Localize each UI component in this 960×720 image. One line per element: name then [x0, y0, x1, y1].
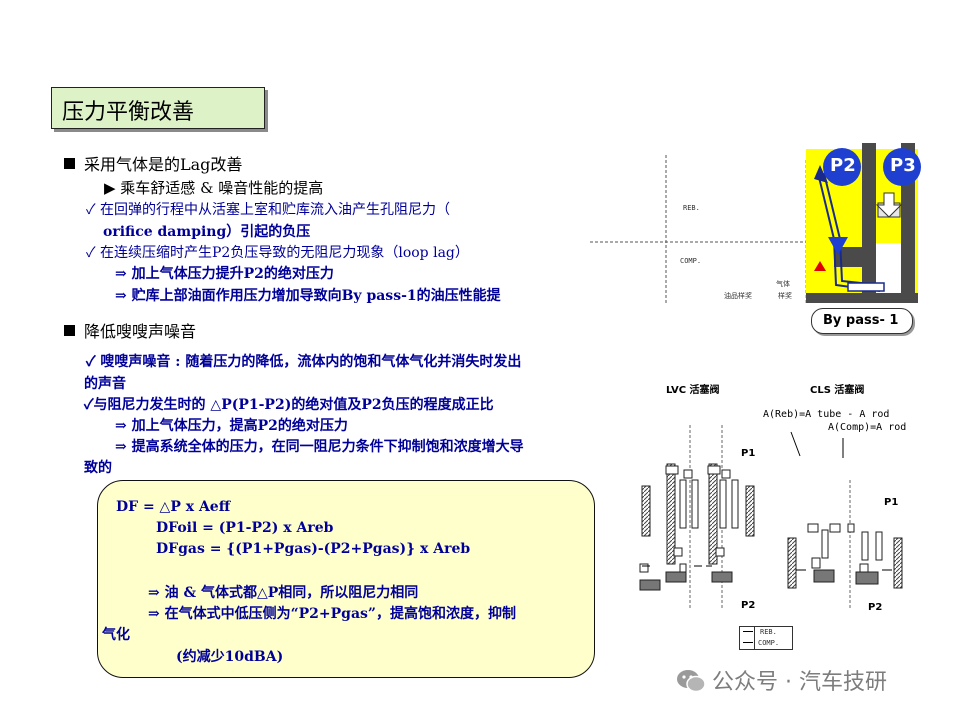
- section1-line-1: ✓ 在回弹的行程中从活塞上室和贮库流入油产生孔阻尼力（: [86, 202, 451, 218]
- valve-legend-box: REB. COMP.: [739, 626, 793, 650]
- section1-sub: ▶ 乘车舒适感 & 噪音性能的提高: [104, 179, 324, 197]
- section2-line-2: 的声音: [84, 376, 126, 392]
- legend-reb-label: REB.: [760, 628, 777, 636]
- slide-title: 压力平衡改善: [62, 100, 195, 125]
- formula-line-2: DFoil = (P1-P2) x Areb: [156, 520, 334, 536]
- legend-reb-line: [743, 631, 753, 632]
- lvc-label: LVC 活塞阀: [666, 385, 720, 396]
- graph-legend-1: 气体: [776, 280, 790, 288]
- section1-line-5: ⇒ 贮库上部油面作用压力增加导致向By pass-1的油压性能提: [115, 288, 501, 304]
- section1-line-3: ✓ 在连续压缩时产生P2负压导致的无阻尼力现象（loop lag）: [86, 245, 469, 261]
- square-bullet-icon: [64, 325, 75, 336]
- p1-right-label: P1: [884, 497, 899, 508]
- section2-line-6: 致的: [84, 460, 112, 476]
- section2-line-5: ⇒ 提高系统全体的压力，在同一阻尼力条件下抑制饱和浓度增大导: [115, 439, 524, 455]
- section1-heading-row: 采用气体是的Lag改善: [64, 151, 242, 175]
- section2-heading: 降低嗖嗖声噪音: [84, 322, 197, 341]
- slide-title-box: 压力平衡改善: [51, 87, 265, 129]
- p2-badge-label: P2: [830, 155, 856, 176]
- graph-reb-label: REB.: [683, 204, 700, 212]
- p3-badge-label: P3: [890, 155, 916, 176]
- p1-left-label: P1: [741, 448, 756, 459]
- p2-right-label: P2: [868, 602, 883, 613]
- section1-heading: 采用气体是的Lag改善: [84, 155, 243, 174]
- section2-line-4: ⇒ 加上气体压力，提高P2的绝对压力: [115, 418, 348, 434]
- p2-badge: P2: [823, 148, 861, 186]
- p3-badge: P3: [883, 148, 921, 186]
- bypass-label-pill: By pass- 1: [811, 308, 913, 334]
- section1-line-4: ⇒ 加上气体压力提升P2的绝对压力: [115, 266, 334, 282]
- section2-line-1: ✓ 嗖嗖声噪音 : 随着压力的降低，流体内的饱和气体气化并消失时发出: [86, 354, 522, 370]
- formula-line-7: (约减少10dBA): [176, 649, 284, 665]
- graph-legend-2b: 样奖: [778, 292, 792, 300]
- section1-line-2: orifice damping）引起的负压: [103, 224, 311, 240]
- formula-line-3: DFgas = {(P1+Pgas)-(P2+Pgas)} x Areb: [156, 541, 471, 557]
- formula-line-6: 气化: [102, 627, 130, 643]
- cls-label: CLS 活塞阀: [810, 385, 865, 396]
- formula-line-5: ⇒ 在气体式中低压侧为“P2+Pgas”，提高饱和浓度，抑制: [148, 606, 516, 622]
- formula-line-1: DF = △P x Aeff: [116, 499, 231, 515]
- section2-line-3: ✓与阻尼力发生时的 △P(P1-P2)的绝对值及P2负压的程度成正比: [84, 397, 494, 413]
- section2-heading-row: 降低嗖嗖声噪音: [64, 318, 196, 342]
- valve-cross-section-diagram: [639, 425, 903, 610]
- graph-comp-label: COMP.: [680, 257, 702, 265]
- area-reb-label: A(Reb)=A tube - A rod: [763, 409, 890, 420]
- legend-comp-label: COMP.: [758, 639, 780, 647]
- formula-box: DF = △P x Aeff DFoil = (P1-P2) x Areb DF…: [97, 480, 595, 678]
- graph-legend-2a: 油品样奖: [724, 292, 752, 300]
- legend-comp-line: [743, 642, 753, 643]
- wechat-icon: [676, 667, 706, 695]
- formula-line-4: ⇒ 油 & 气体式都△P相同，所以阻尼力相同: [148, 585, 419, 601]
- bypass-label: By pass- 1: [823, 313, 899, 328]
- p2-left-label: P2: [741, 600, 756, 611]
- area-comp-label: A(Comp)=A rod: [828, 422, 907, 433]
- cylinder-wall: [862, 143, 876, 293]
- square-bullet-icon: [64, 158, 75, 169]
- watermark-text: 公众号 · 汽车技研: [712, 670, 887, 695]
